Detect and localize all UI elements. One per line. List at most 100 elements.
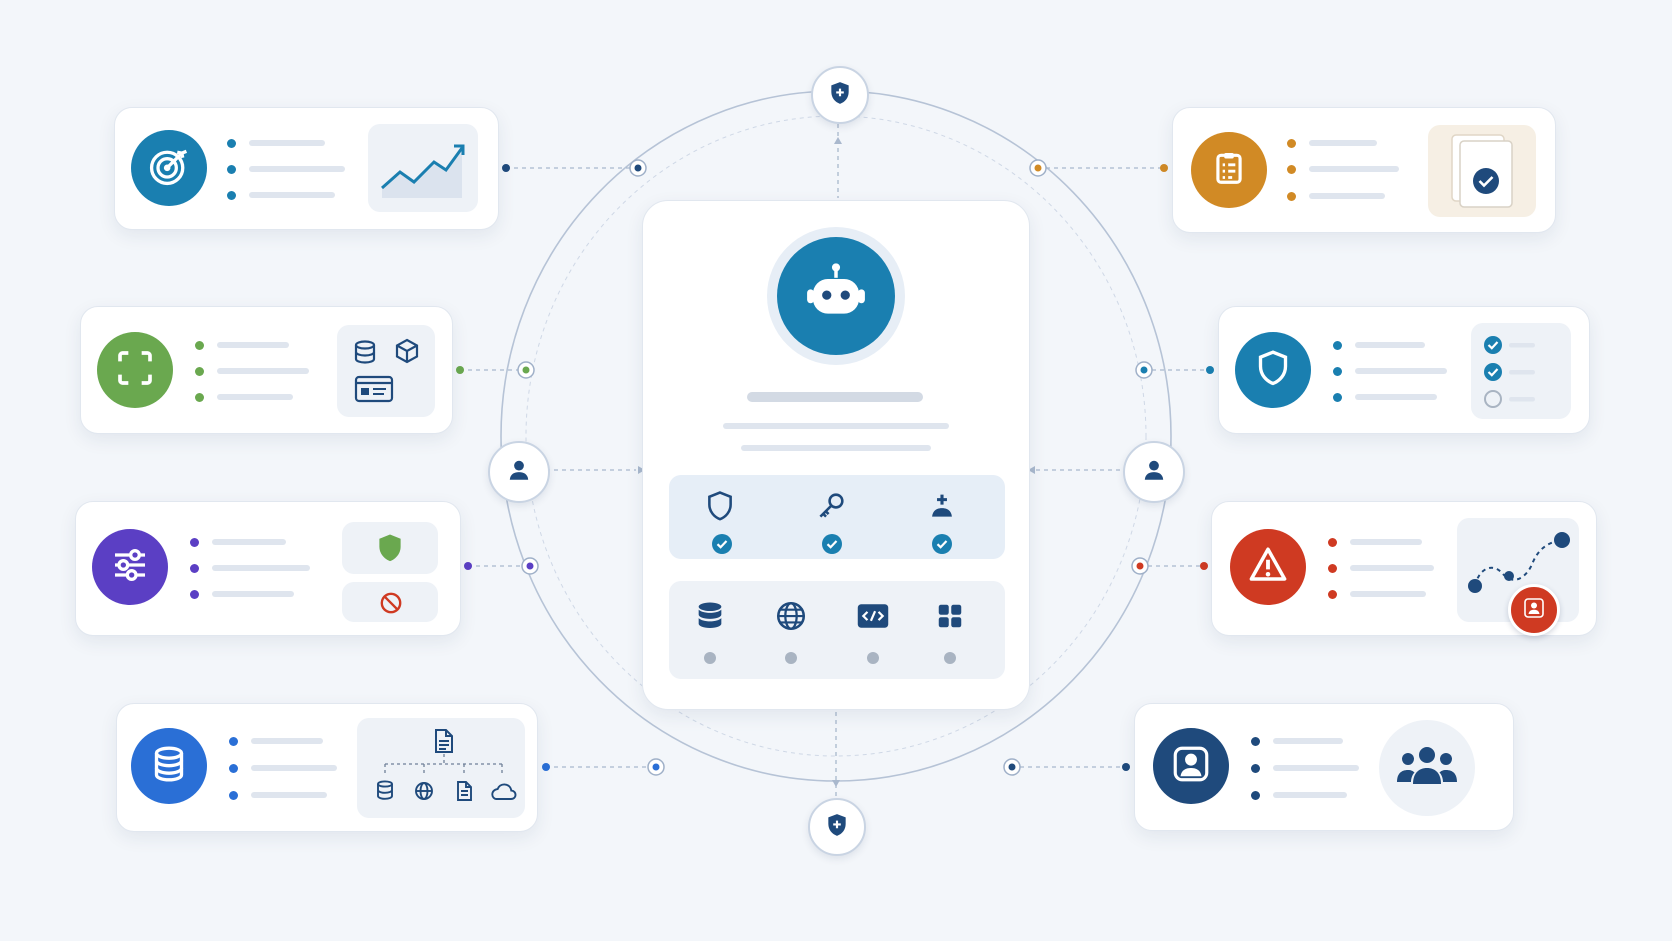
ring-badge-left (488, 441, 550, 503)
text-placeholder (217, 394, 293, 400)
database-icon-badge (131, 728, 207, 804)
endpoint-dot (1206, 366, 1214, 374)
arrow-head (1028, 466, 1035, 474)
list-bullet (1287, 165, 1296, 174)
agent-hub-card (642, 200, 1030, 710)
text-placeholder (1355, 342, 1425, 348)
list-bullet (1287, 139, 1296, 148)
arrow-head (638, 466, 645, 474)
approved-document-panel (1428, 125, 1536, 217)
block-panel (342, 582, 438, 622)
scan-frame-icon (115, 348, 155, 393)
list-bullet (227, 165, 236, 174)
shield-plus-icon (824, 812, 850, 843)
data-scan-card (80, 306, 453, 434)
text-placeholder (249, 140, 325, 146)
text-placeholder (212, 565, 310, 571)
ring-node-center (652, 763, 660, 771)
text-placeholder (1350, 591, 1426, 597)
user-icon-badge (1153, 728, 1229, 804)
list-bullet (190, 590, 199, 599)
text-placeholder (1309, 166, 1399, 172)
user-icon (1141, 457, 1167, 488)
list-bullet (229, 764, 238, 773)
list-bullet (1251, 737, 1260, 746)
list-bullet (190, 564, 199, 573)
code-icon (855, 599, 891, 638)
human-oversight-card (1134, 703, 1514, 831)
ring-node-center (1136, 562, 1144, 570)
list-bullet (195, 341, 204, 350)
shield-allow-icon (373, 531, 407, 570)
knowledge-sources-card (116, 703, 538, 832)
endpoint-dot (1200, 562, 1208, 570)
target-icon (147, 144, 191, 193)
key-icon (814, 489, 848, 528)
database-icon (693, 599, 727, 638)
text-placeholder (1273, 765, 1359, 771)
text-placeholder (1309, 193, 1385, 199)
grid-apps-icon (935, 601, 965, 636)
block-icon (378, 590, 404, 621)
database-icon (149, 744, 189, 789)
check-circle-icon (931, 533, 953, 560)
text-placeholder (249, 166, 345, 172)
user-icon (1522, 596, 1546, 625)
text-placeholder (249, 192, 335, 198)
data-objects-panel (337, 325, 435, 417)
trend-chart-panel (368, 124, 478, 212)
ring-badge-right (1123, 441, 1185, 503)
user-add-icon (925, 489, 959, 528)
list-bullet (190, 538, 199, 547)
hub-subtitle-placeholder (723, 423, 949, 429)
clipboard-icon-badge (1191, 132, 1267, 208)
escalation-user-badge (1508, 584, 1560, 636)
hub-subtitle-placeholder (741, 445, 931, 451)
agent-avatar (767, 227, 905, 365)
arrow-head (832, 780, 840, 787)
document-tree-panel (357, 718, 525, 818)
text-placeholder (251, 792, 327, 798)
text-placeholder (1355, 394, 1437, 400)
sliders-icon (110, 545, 150, 590)
endpoint-dot (542, 763, 550, 771)
list-bullet (229, 791, 238, 800)
text-placeholder (212, 539, 286, 545)
shield-icon-badge (1235, 332, 1311, 408)
ring-node-center (634, 164, 642, 172)
checklist-icon (1483, 333, 1563, 416)
document-tree-icon (367, 724, 517, 819)
endpoint-dot (1160, 164, 1168, 172)
capabilities-panel (669, 475, 1005, 559)
warning-icon-badge (1230, 529, 1306, 605)
text-placeholder (1355, 368, 1447, 374)
text-placeholder (217, 368, 309, 374)
text-placeholder (1273, 792, 1347, 798)
list-bullet (1328, 564, 1337, 573)
list-bullet (1333, 393, 1342, 402)
ring-node-center (526, 562, 534, 570)
task-approval-card (1172, 107, 1556, 233)
list-bullet (227, 191, 236, 200)
trend-up-chart-icon (378, 136, 470, 207)
list-bullet (1328, 538, 1337, 547)
text-placeholder (1350, 565, 1434, 571)
tool-status-dot (867, 652, 879, 664)
clipboard-icon (1210, 149, 1248, 192)
user-icon (506, 457, 532, 488)
tool-status-dot (785, 652, 797, 664)
text-placeholder (1309, 140, 1377, 146)
ring-badge-bottom (808, 798, 866, 856)
scan-icon-badge (97, 332, 173, 408)
text-placeholder (1350, 539, 1422, 545)
list-bullet (1251, 764, 1260, 773)
list-bullet (1333, 341, 1342, 350)
user-icon (1170, 743, 1212, 790)
check-circle-icon (711, 533, 733, 560)
approved-document-icon (1448, 131, 1518, 216)
list-bullet (229, 737, 238, 746)
ring-badge-top (811, 66, 869, 124)
list-bullet (1287, 192, 1296, 201)
